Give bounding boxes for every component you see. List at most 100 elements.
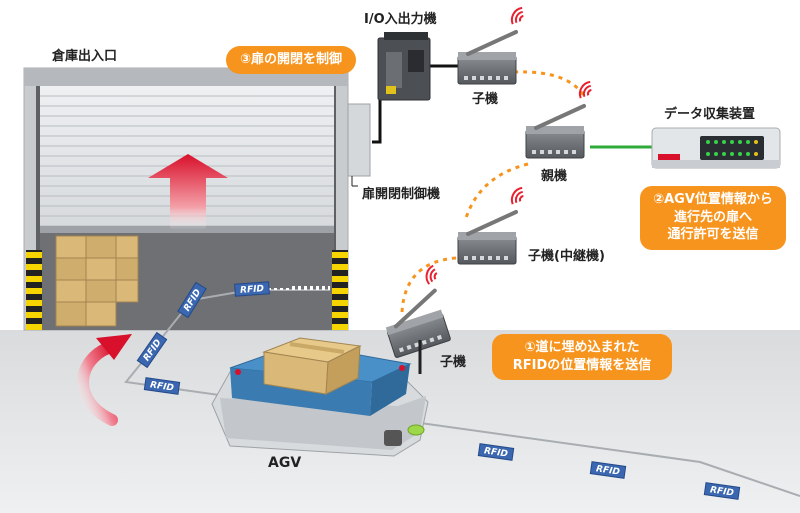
child-device-top-port — [472, 76, 476, 80]
child-device-top — [457, 6, 524, 85]
rfid-tag-plate — [703, 482, 741, 500]
agv-cargo-box — [262, 337, 362, 395]
rfid-tag: RFID — [234, 281, 270, 297]
child-device-top-port — [464, 76, 468, 80]
rfid-tag: RFID — [589, 461, 627, 479]
child-device-top-port — [496, 76, 500, 80]
door-control-callout-text: ③扉の開閉を制御 — [239, 52, 342, 67]
relay-device-label: 子機(中継機) — [528, 249, 605, 264]
wifi-signal-arc — [510, 6, 523, 25]
child-device-top-antenna — [466, 30, 518, 56]
relay-device-antenna — [466, 210, 518, 236]
child-device-top-top — [458, 52, 516, 60]
rfid-tag-plate — [477, 443, 515, 461]
agv-child-device-port — [406, 344, 412, 350]
wifi-signal-icon — [510, 6, 524, 25]
agv-position-line-2: 進行先の扉へ — [673, 209, 752, 225]
agv-child-device-port — [421, 339, 427, 345]
child-device-top-port — [480, 76, 484, 80]
parent-device-port — [540, 150, 544, 154]
rfid-tag: RFID — [477, 443, 515, 461]
relay-device-port — [480, 256, 484, 260]
parent-device-port — [548, 150, 552, 154]
wifi-signal-arc — [425, 264, 434, 285]
door-control-callout: ③扉の開閉を制御 — [226, 46, 356, 74]
warehouse-entrance-label: 倉庫出入口 — [52, 49, 118, 64]
rfid-tag-plate — [589, 461, 627, 479]
parent-device — [525, 80, 592, 159]
rfid-tag-plate — [177, 281, 207, 319]
agv-child-device-port — [429, 337, 435, 343]
rfid-tag-label: RFID — [709, 485, 735, 498]
child-device-top-label: 子機 — [472, 92, 499, 107]
agv-device-label: 子機 — [440, 355, 467, 370]
parent-device-port — [532, 150, 536, 154]
wifi-signal-arc — [510, 186, 523, 205]
io-unit-device — [377, 32, 431, 101]
agv-position-line-1: ②AGV位置情報から — [653, 192, 773, 207]
rfid-tag-plate — [136, 331, 168, 369]
data-collector-label: データ収集装置 — [664, 107, 756, 122]
stacked-boxes — [55, 235, 139, 327]
door-controller-device — [347, 103, 371, 187]
rfid-tag-label: RFID — [595, 464, 621, 477]
parent-device-port — [564, 150, 568, 154]
shutter-up-arrow — [148, 154, 228, 230]
agv-child-device-top — [385, 309, 444, 336]
wifi-signal-arc — [518, 14, 524, 22]
rfid-send-line-2: RFIDの位置情報を送信 — [512, 357, 652, 373]
rfid-tag-label: RFID — [240, 284, 265, 296]
wifi-signal-icon — [425, 264, 438, 285]
wifi-signal-arc — [582, 84, 592, 98]
hazard-post-right — [332, 250, 348, 330]
relay-device-port — [504, 256, 508, 260]
network-connections — [292, 64, 652, 313]
agv-child-device-port — [398, 347, 404, 353]
relay-device — [457, 186, 524, 265]
relay-device-port — [472, 256, 476, 260]
parent-device-label: 親機 — [541, 169, 568, 184]
parent-device-top — [526, 126, 584, 134]
rfid-tag-label: RFID — [149, 380, 175, 393]
wifi-signal-icon — [578, 80, 592, 99]
child-device-top-port — [504, 76, 508, 80]
wifi-signal-arc — [578, 80, 591, 99]
wifi-signal-arc — [514, 190, 524, 204]
relay-device-port — [488, 256, 492, 260]
child-device-top-port — [488, 76, 492, 80]
agv-child-device — [385, 264, 451, 358]
curved-arrow-icon — [77, 334, 132, 426]
wireless-devices — [385, 6, 592, 358]
rfid-send-line-1: ①道に埋め込まれた — [524, 340, 640, 355]
data-collector-device — [651, 127, 781, 169]
hazard-post-left — [26, 250, 42, 330]
relay-device-port — [496, 256, 500, 260]
wifi-signal-arc — [514, 10, 524, 24]
parent-device-port — [556, 150, 560, 154]
rfid-tag: RFID — [143, 377, 181, 395]
agv-child-device-port — [436, 334, 443, 340]
wifi-signal-arc — [518, 194, 524, 202]
rfid-tag-plate — [234, 281, 270, 297]
relay-device-top — [458, 232, 516, 240]
agv-position-callout: ②AGV位置情報から 進行先の扉へ 通行許可を送信 — [640, 186, 786, 250]
wifi-signal-arc — [433, 272, 438, 280]
rfid-tag: RFID — [703, 482, 741, 500]
parent-device-antenna — [534, 104, 586, 130]
wifi-signal-arc — [586, 88, 592, 96]
rfid-tag-label: RFID — [483, 446, 509, 459]
wifi-signal-arc — [429, 268, 436, 283]
wifi-signal-icon — [510, 186, 524, 205]
io-unit-label: I/O入出力機 — [364, 12, 437, 27]
rfid-send-callout: ①道に埋め込まれた RFIDの位置情報を送信 — [492, 334, 672, 380]
agv-child-device-port — [414, 342, 420, 348]
agv-child-device-antenna — [393, 288, 437, 329]
relay-device-port — [464, 256, 468, 260]
parent-device-port — [572, 150, 576, 154]
agv-label: AGV — [268, 455, 302, 471]
rfid-tag-plate — [143, 377, 181, 395]
agv-position-line-3: 通行許可を送信 — [667, 227, 759, 243]
